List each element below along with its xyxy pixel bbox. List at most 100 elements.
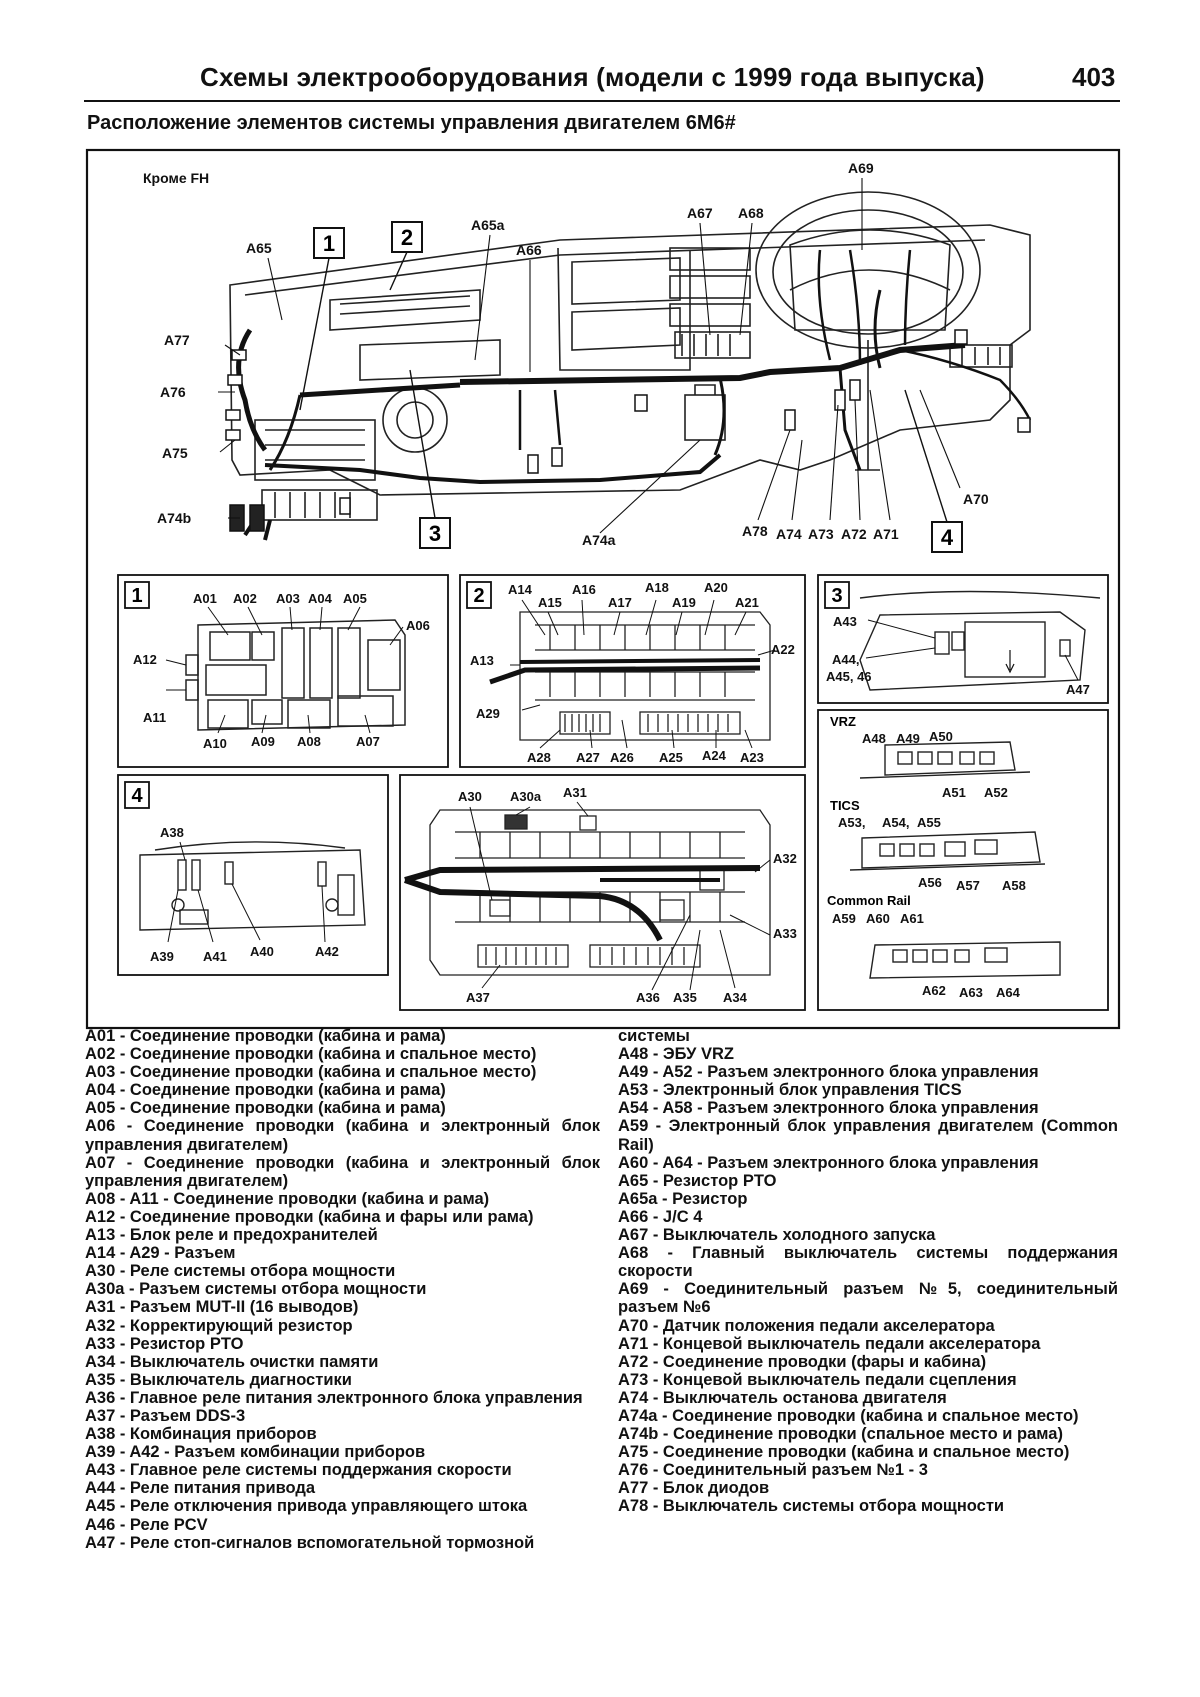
legend-item: A44 - Реле питания привода (85, 1479, 316, 1498)
legend-item: A08 - A11 - Соединение проводки (кабина … (85, 1189, 490, 1208)
legend-item: A34 - Выключатель очистки памяти (85, 1352, 379, 1371)
inset-1-number: 1 (131, 585, 142, 607)
inset5-a35: A35 (673, 990, 697, 1005)
vrz-a50: A50 (929, 729, 953, 744)
label-a70: A70 (963, 491, 989, 507)
inset4-a40: A40 (250, 944, 274, 959)
legend-item: A37 - Разъем DDS-3 (85, 1406, 246, 1425)
legend-item: A73 - Концевой выключатель педали сцепле… (618, 1370, 1017, 1389)
section-subtitle: Расположение элементов системы управлени… (87, 112, 736, 134)
inset2-a14: A14 (508, 582, 533, 597)
legend-item: A48 - ЭБУ VRZ (618, 1045, 734, 1064)
inset1-a04: A04 (308, 591, 333, 606)
legend-item: A68 - Главный выключатель системы поддер… (618, 1244, 1118, 1281)
inset-4-panel: 4 A38 A39 A41 A40 A42 (117, 774, 389, 976)
legend-item: A02 - Соединение проводки (кабина и спал… (85, 1045, 537, 1064)
inset-2-panel: 2 (459, 574, 806, 768)
inset1-a03: A03 (276, 591, 300, 606)
legend-item: A30a - Разъем системы отбора мощности (85, 1280, 427, 1299)
legend-item: A59 - Электронный блок управления двигат… (618, 1117, 1118, 1154)
legend-item: A01 - Соединение проводки (кабина и рама… (85, 1027, 446, 1045)
inset-3-number: 3 (831, 585, 842, 607)
cr-a61: A61 (900, 911, 924, 926)
label-a73: A73 (808, 526, 834, 542)
label-a74b: A74b (157, 510, 191, 526)
page-header-title: Схемы электрооборудования (модели с 1999… (200, 62, 985, 92)
inset2-a27: A27 (576, 750, 600, 765)
legend-item: A04 - Соединение проводки (кабина и рама… (85, 1081, 446, 1100)
inset1-a01: A01 (193, 591, 217, 606)
inset2-a21: A21 (735, 595, 759, 610)
inset-3-panel: 3 A43 A44, A45, 46 A47 (817, 574, 1109, 704)
legend-item: A77 - Блок диодов (618, 1479, 770, 1498)
inset2-a18: A18 (645, 580, 669, 595)
label-a67: A67 (687, 205, 713, 221)
cr-a64: A64 (996, 985, 1021, 1000)
inset1-a05: A05 (343, 591, 367, 606)
inset-4-number: 4 (131, 785, 143, 807)
legend-left-column: A01 - Соединение проводки (кабина и рама… (85, 1027, 600, 1552)
inset5-a31: A31 (563, 785, 587, 800)
inset2-a23: A23 (740, 750, 764, 765)
callout-3-label: 3 (429, 521, 441, 546)
inset3-a44: A44, (832, 652, 859, 667)
inset4-a39: A39 (150, 949, 174, 964)
cr-a59: A59 (832, 911, 856, 926)
legend-item: A03 - Соединение проводки (кабина и спал… (85, 1063, 537, 1082)
cr-a62: A62 (922, 983, 946, 998)
label-a66: A66 (516, 242, 542, 258)
legend-item: A13 - Блок реле и предохранителей (85, 1226, 378, 1245)
tics-a58: A58 (1002, 878, 1026, 893)
legend-item: A74a - Соединение проводки (кабина и спа… (618, 1406, 1079, 1425)
legend-item: A78 - Выключатель системы отбора мощност… (618, 1497, 1005, 1516)
legend-item: A53 - Электронный блок управления TICS (618, 1081, 962, 1100)
inset3-a47: A47 (1066, 682, 1090, 697)
inset2-a24: A24 (702, 748, 727, 763)
common-rail-title: Common Rail (827, 893, 911, 908)
inset2-a29: A29 (476, 706, 500, 721)
tics-a57: A57 (956, 878, 980, 893)
inset2-a26: A26 (610, 750, 634, 765)
callout-4-label: 4 (941, 525, 954, 550)
vrz-a48: A48 (862, 731, 886, 746)
legend-item: A74 - Выключатель останова двигателя (618, 1388, 947, 1407)
label-a65a: A65a (471, 217, 505, 233)
callout-1-label: 1 (323, 231, 335, 256)
legend-item: A06 - Соединение проводки (кабина и элек… (85, 1117, 600, 1154)
inset5-a36: A36 (636, 990, 660, 1005)
label-a78: A78 (742, 523, 768, 539)
legend-item: A65 - Резистор PTO (618, 1171, 777, 1190)
main-callout-3: 3 (409, 369, 451, 549)
inset5-a30: A30 (458, 789, 482, 804)
inset5-a37: A37 (466, 990, 490, 1005)
inset2-a17: A17 (608, 595, 632, 610)
inset3-a43: A43 (833, 614, 857, 629)
inset5-a32: A32 (773, 851, 797, 866)
cr-a63: A63 (959, 985, 983, 1000)
page-number: 403 (1072, 62, 1116, 92)
legend-item: A70 - Датчик положения педали акселерато… (618, 1316, 995, 1335)
legend-item: A46 - Реле PCV (85, 1515, 208, 1534)
inset2-a16: A16 (572, 582, 596, 597)
legend: A01 - Соединение проводки (кабина и рама… (85, 1027, 1125, 1687)
legend-item: A54 - A58 - Разъем электронного блока уп… (618, 1099, 1039, 1118)
inset1-a09: A09 (251, 734, 275, 749)
vrz-a52: A52 (984, 785, 1008, 800)
inset5-a34: A34 (723, 990, 748, 1005)
legend-item: A38 - Комбинация приборов (85, 1425, 317, 1444)
inset-6-panel: VRZ A48 A49 A50 A51 A52 TICS (817, 709, 1109, 1011)
tics-a53: A53, (838, 815, 865, 830)
label-a71: A71 (873, 526, 899, 542)
label-a68: A68 (738, 205, 764, 221)
inset1-a08: A08 (297, 734, 321, 749)
inset3-a45-46: A45, 46 (826, 669, 872, 684)
tics-a56: A56 (918, 875, 942, 890)
label-a75: A75 (162, 445, 188, 461)
legend-item: A72 - Соединение проводки (фары и кабина… (618, 1352, 987, 1371)
callout-2-label: 2 (401, 225, 413, 250)
main-wire-harness (236, 249, 1032, 541)
inset1-a07: A07 (356, 734, 380, 749)
inset2-a25: A25 (659, 750, 683, 765)
main-callout-4: 4 (904, 389, 963, 553)
inset2-a13: A13 (470, 653, 494, 668)
